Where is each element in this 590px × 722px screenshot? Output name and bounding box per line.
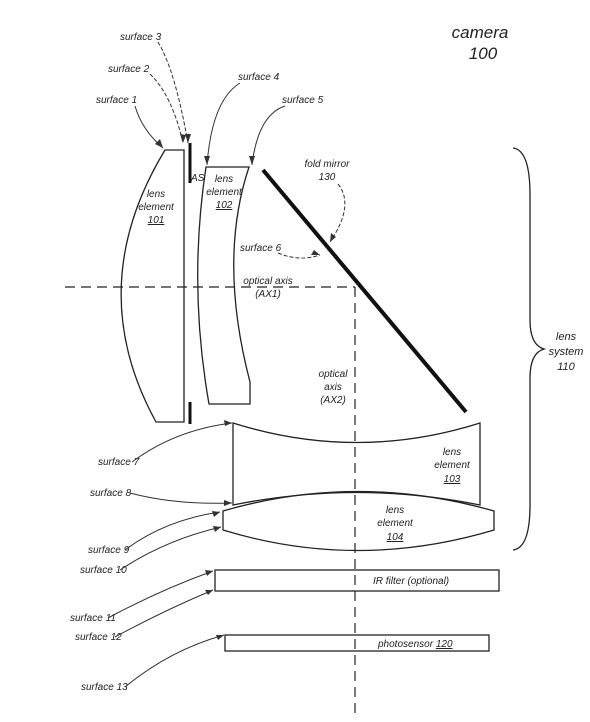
photosensor-number: 120	[436, 639, 453, 650]
surface-3-label: surface 3	[120, 32, 162, 43]
surface-4-label: surface 4	[238, 72, 280, 83]
surface-12-leader	[114, 589, 214, 638]
fold-mirror-leader	[329, 183, 346, 243]
surface-4-arrowhead	[204, 156, 210, 165]
surface-4-leader	[206, 82, 241, 166]
lens-104-label-1: lens	[386, 505, 404, 516]
axis1-label-1: optical axis	[243, 276, 292, 287]
lens-102-label-1: lens	[215, 174, 233, 185]
surface-5-leader	[251, 105, 286, 166]
surface-13-arrowhead	[216, 635, 224, 640]
lens-104-label-2: element	[377, 518, 414, 529]
surface-11-label: surface 11	[70, 613, 116, 624]
axis2-label-1: optical	[319, 369, 349, 380]
lens-102-label-2: element	[206, 187, 243, 198]
camera-title: camera	[452, 23, 509, 42]
lens-104-number: 104	[387, 532, 404, 543]
surface-9-label: surface 9	[88, 545, 130, 556]
lens-system-number: 110	[557, 361, 575, 373]
surface-1-arrowhead	[155, 139, 163, 148]
surface-11-arrowhead	[205, 570, 213, 576]
lens-system-label-2: system	[549, 346, 584, 358]
photosensor-text: photosensor	[377, 639, 434, 650]
surface-13-leader	[124, 634, 225, 688]
lens-103-label-2: element	[434, 460, 471, 471]
surface-8-arrowhead	[224, 500, 232, 506]
lens-element-101	[120, 149, 185, 423]
axis2-label-2: axis	[324, 382, 342, 393]
surface-3-arrowhead	[185, 134, 191, 143]
fold-mirror-arrowhead	[330, 233, 336, 242]
surface-7-leader	[131, 422, 233, 463]
surface-3-leader	[157, 41, 189, 144]
surface-6-arrowhead	[311, 250, 320, 255]
lens-element-102	[197, 166, 251, 405]
surface-12-arrowhead	[205, 590, 213, 595]
photosensor	[224, 634, 490, 652]
lens-system-brace	[512, 147, 547, 551]
surface-5-label: surface 5	[282, 95, 324, 106]
lens-102-number: 102	[216, 200, 233, 211]
lens-element-104	[222, 490, 495, 552]
lens-101-number: 101	[148, 215, 165, 226]
surface-13-label: surface 13	[81, 682, 128, 693]
surface-8-label: surface 8	[90, 488, 132, 499]
surface-10-label: surface 10	[80, 565, 127, 576]
lens-101-label-2: element	[138, 202, 175, 213]
lens-system-label-1: lens	[556, 331, 577, 343]
lens-101-label-1: lens	[147, 189, 165, 200]
lens-103-label-1: lens	[443, 447, 461, 458]
surface-10-arrowhead	[213, 526, 221, 532]
surface-6-label: surface 6	[240, 243, 282, 254]
lens-103-number: 103	[444, 474, 461, 485]
surface-9-leader	[124, 511, 221, 551]
fold-mirror-number: 130	[319, 172, 336, 183]
surface-8-leader	[129, 492, 233, 504]
axis2-label-3: (AX2)	[320, 395, 346, 406]
surface-5-arrowhead	[249, 156, 255, 165]
surface-12-label: surface 12	[75, 632, 122, 643]
fold-mirror	[261, 168, 468, 414]
surface-2-arrowhead	[180, 134, 186, 143]
surface-2-label: surface 2	[108, 64, 150, 75]
fold-mirror-label: fold mirror	[304, 159, 350, 170]
axis1-label-2: (AX1)	[255, 289, 281, 300]
surface-7-arrowhead	[224, 420, 232, 426]
ir-filter	[214, 569, 500, 592]
surface-2-leader	[149, 73, 184, 144]
surface-7-label: surface 7	[98, 457, 140, 468]
surface-9-arrowhead	[212, 511, 220, 517]
aperture-stop-label: AS	[190, 173, 205, 184]
surface-10-leader	[119, 526, 222, 571]
arrow-heads	[155, 134, 336, 640]
surface-1-label: surface 1	[96, 95, 137, 106]
camera-number: 100	[469, 44, 498, 63]
leader-arrows	[107, 41, 346, 688]
photosensor-label: photosensor 120	[377, 639, 453, 650]
surface-11-leader	[107, 570, 214, 619]
ir-filter-label: IR filter (optional)	[373, 576, 449, 587]
surface-6-leader	[277, 252, 321, 259]
